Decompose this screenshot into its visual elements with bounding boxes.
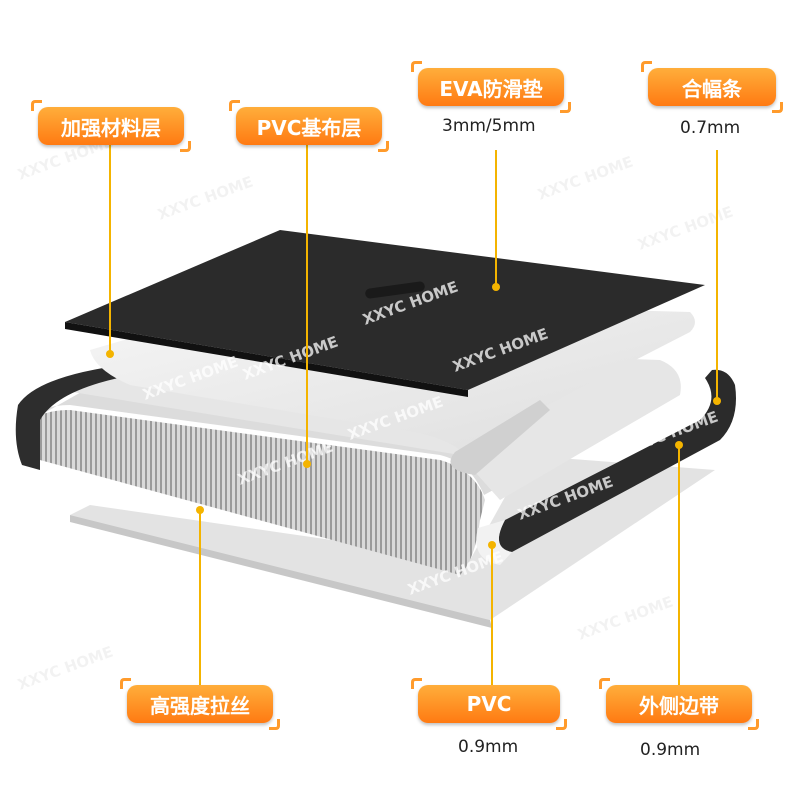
watermark-text: XXYC HOME <box>635 203 735 254</box>
label-pvc: PVC <box>411 678 567 730</box>
watermark-text: XXYC HOME <box>535 153 635 204</box>
label-pvc-base-cloth: PVC基布层 <box>229 100 389 152</box>
eva-anti-slip-pad <box>65 230 705 390</box>
leader-dot-yarn <box>196 506 204 514</box>
leader-line-reinforcement <box>109 145 111 352</box>
left-edge-strip <box>15 362 152 470</box>
leader-line-pvc-base <box>306 145 308 463</box>
spec-seam-thickness: 0.7mm <box>680 118 741 138</box>
watermark-text: XXYC HOME <box>15 643 115 694</box>
leader-dot-reinforcement <box>106 350 114 358</box>
leader-dot-pvc <box>488 541 496 549</box>
label-high-strength-yarn: 高强度拉丝 <box>120 678 280 730</box>
leader-line-pvc <box>491 545 493 685</box>
leader-dot-pvc-base <box>303 460 311 468</box>
eva-pad-edge <box>65 322 468 397</box>
bottom-pvc-edge <box>70 515 492 628</box>
leader-line-eva <box>495 150 497 285</box>
watermark-text: XXYC HOME <box>575 593 675 644</box>
eva-center-slot <box>365 281 425 299</box>
label-eva-pad: EVA防滑垫 <box>411 61 571 113</box>
leader-line-edge-band <box>678 445 680 685</box>
label-edge-band: 外侧边带 <box>599 678 759 730</box>
watermark-text: XXYC HOME <box>155 173 255 224</box>
leader-dot-eva <box>492 283 500 291</box>
outer-edge-band <box>498 369 736 552</box>
leader-dot-seam <box>713 397 721 405</box>
label-seam-strip: 合幅条 <box>641 61 783 113</box>
leader-dot-edge-band <box>675 441 683 449</box>
leader-line-yarn <box>199 510 201 688</box>
spec-pvc-thickness: 0.9mm <box>458 737 519 757</box>
leader-line-seam <box>716 150 718 400</box>
high-strength-yarn-core <box>31 410 485 575</box>
label-reinforcement-layer: 加强材料层 <box>31 100 191 152</box>
pvc-base-cloth-curl <box>450 400 550 475</box>
spec-edge-thickness: 0.9mm <box>640 740 701 760</box>
spec-eva-thickness: 3mm/5mm <box>442 116 536 136</box>
